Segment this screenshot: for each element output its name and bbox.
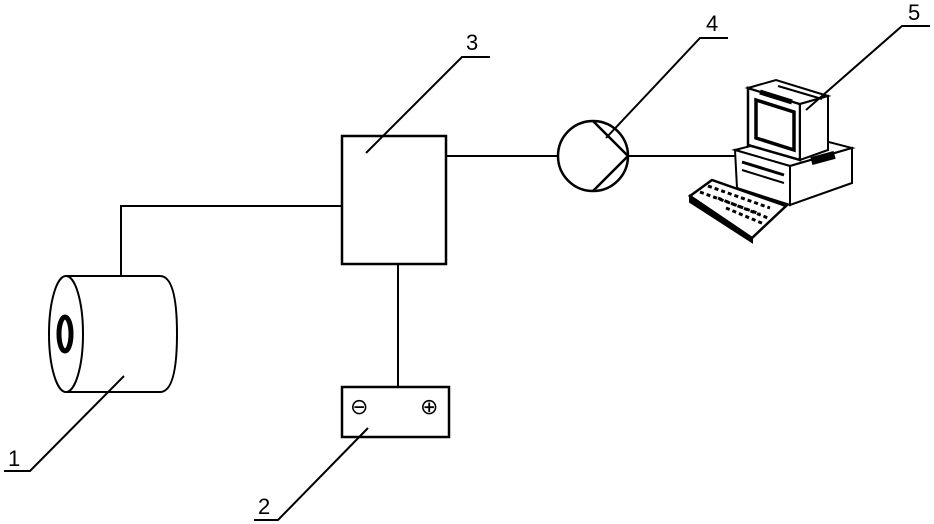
battery-negative-sign: ⊖ xyxy=(350,395,368,420)
leader-1 xyxy=(4,375,125,472)
cylinder-coil-icon xyxy=(48,275,179,393)
leader-lines xyxy=(4,25,930,521)
label-5: 5 xyxy=(908,0,920,25)
battery-positive-sign: ⊕ xyxy=(420,395,438,420)
leader-4 xyxy=(605,37,728,139)
label-1: 1 xyxy=(8,446,20,471)
leader-5 xyxy=(805,25,930,111)
wires xyxy=(120,155,735,387)
battery-icon: ⊖ ⊕ xyxy=(340,385,451,439)
leader-2 xyxy=(254,427,369,521)
computer-icon xyxy=(687,78,856,244)
label-3: 3 xyxy=(466,30,478,55)
label-4: 4 xyxy=(706,11,718,36)
pump-icon xyxy=(556,119,630,193)
control-box-icon xyxy=(340,134,448,266)
wire-1-to-3 xyxy=(120,205,342,276)
leader-3 xyxy=(365,56,490,154)
label-2: 2 xyxy=(258,494,270,519)
